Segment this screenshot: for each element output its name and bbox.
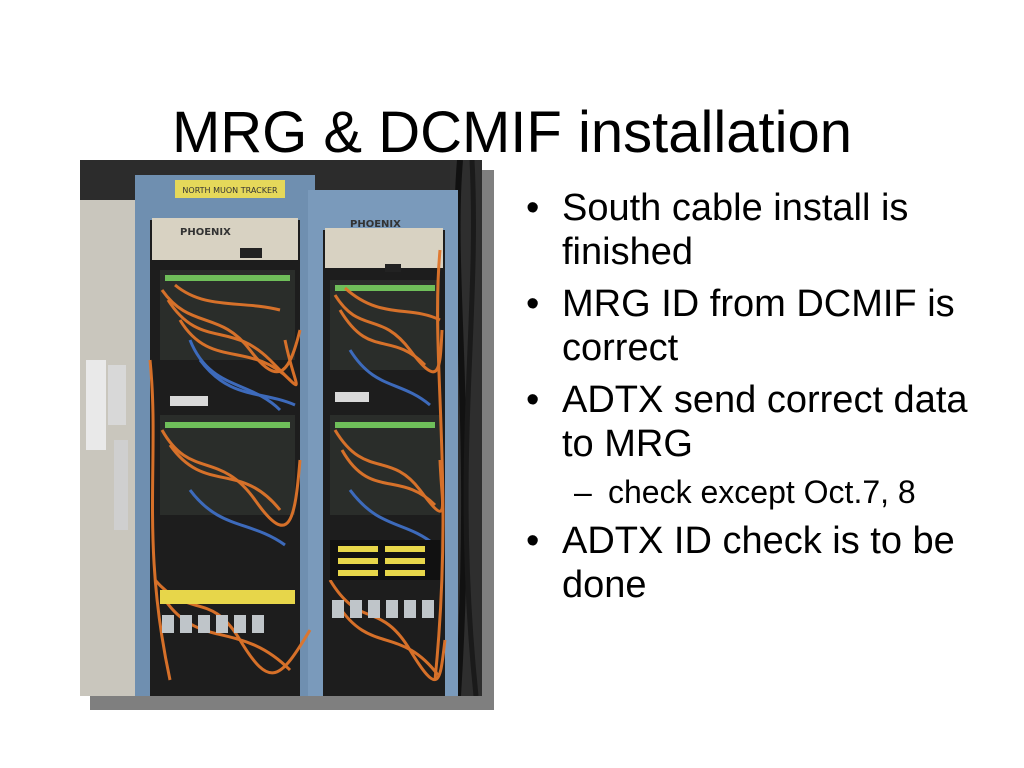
bullet-marker: •: [526, 187, 540, 229]
bullet-item: • ADTX ID check is to be done: [524, 519, 994, 607]
bullet-item: • ADTX send correct data to MRG: [524, 378, 994, 466]
rack-photo-illustration: NORTH MUON TRACKER PHOENIX PHOENIX: [80, 160, 482, 696]
sub-bullet-item: – check except Oct.7, 8: [524, 474, 994, 511]
bullet-marker: •: [526, 283, 540, 325]
bullet-marker: •: [526, 379, 540, 421]
bullet-item: • MRG ID from DCMIF is correct: [524, 282, 994, 370]
bullet-text: ADTX ID check is to be done: [562, 520, 955, 606]
sub-bullet-text: check except Oct.7, 8: [608, 474, 916, 510]
rack-label-right: PHOENIX: [350, 219, 401, 230]
bullet-item: • South cable install is finished: [524, 186, 994, 274]
rack-tag-text: NORTH MUON TRACKER: [182, 186, 278, 195]
bullet-marker: •: [526, 520, 540, 562]
bullet-text: MRG ID from DCMIF is correct: [562, 283, 955, 369]
rack-photo: NORTH MUON TRACKER PHOENIX PHOENIX: [80, 160, 482, 696]
sub-bullet-marker: –: [574, 474, 592, 510]
rack-label-left: PHOENIX: [180, 227, 231, 238]
bullet-list: • South cable install is finished • MRG …: [524, 186, 994, 615]
bullet-text: ADTX send correct data to MRG: [562, 379, 968, 465]
bullet-text: South cable install is finished: [562, 187, 909, 273]
slide-title: MRG & DCMIF installation: [171, 100, 853, 165]
